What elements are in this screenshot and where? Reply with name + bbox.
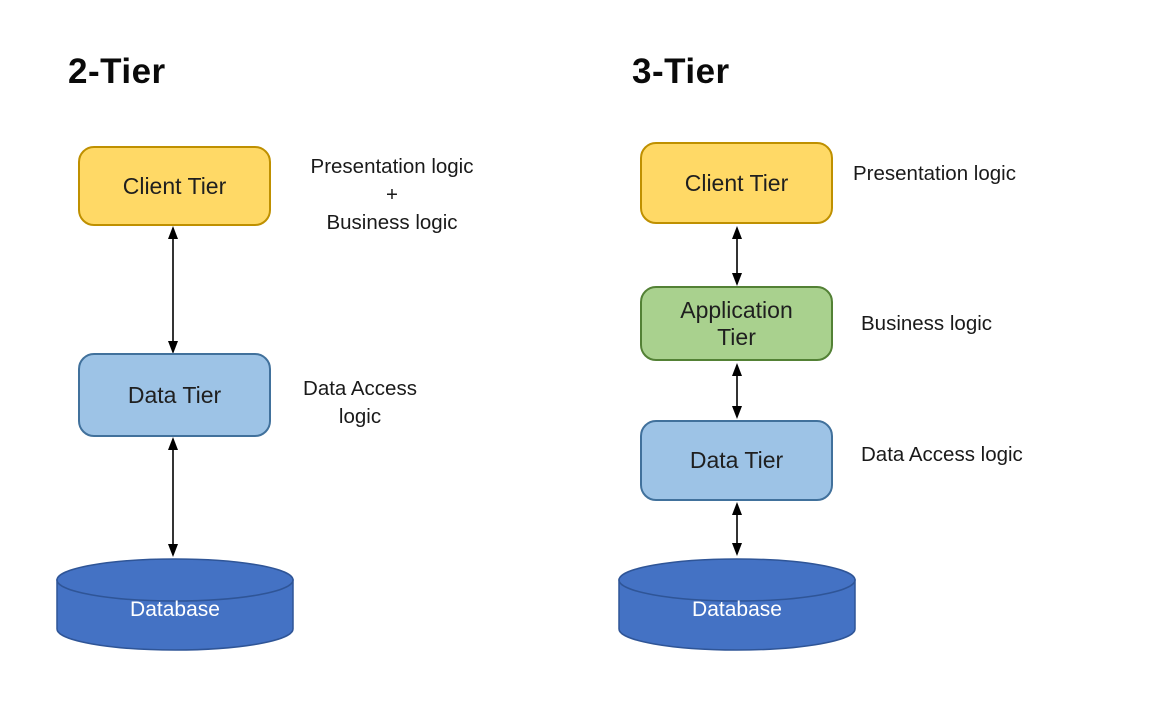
two-tier-data-box-label: Data Tier xyxy=(127,381,222,408)
three-tier-application-box-label: Application Tier xyxy=(680,296,793,350)
database-cylinder-icon xyxy=(56,558,294,651)
double-headed-arrow-icon xyxy=(730,502,744,556)
database-cylinder-icon xyxy=(618,558,856,651)
three-tier-data-box: Data Tier xyxy=(640,420,833,501)
double-headed-arrow-icon xyxy=(166,226,180,354)
two-tier-client-annotation: Presentation logic + Business logic xyxy=(310,155,474,234)
three-tier-database-label: Database xyxy=(692,598,782,621)
three-tier-client-box: Client Tier xyxy=(640,142,833,224)
double-headed-arrow-icon xyxy=(730,363,744,419)
two-tier-data-annotation: Data Access logic xyxy=(303,377,417,428)
three-tier-application-box: Application Tier xyxy=(640,286,833,361)
two-tier-database-cylinder: Database xyxy=(55,557,295,653)
two-tier-client-box: Client Tier xyxy=(78,146,271,226)
double-headed-arrow-icon xyxy=(166,437,180,557)
three-tier-application-annotation: Business logic xyxy=(861,312,993,335)
three-tier-data-box-label: Data Tier xyxy=(689,447,784,473)
three-tier-title: 3-Tier xyxy=(632,52,730,91)
three-tier-client-box-label: Client Tier xyxy=(684,169,789,196)
three-tier-database-cylinder: Database xyxy=(617,557,857,653)
three-tier-client-annotation: Presentation logic xyxy=(853,162,1016,185)
two-tier-title: 2-Tier xyxy=(68,52,166,91)
two-tier-data-box: Data Tier xyxy=(78,353,271,437)
double-headed-arrow-icon xyxy=(730,226,744,286)
two-tier-client-box-label: Client Tier xyxy=(122,172,227,199)
three-tier-data-annotation: Data Access logic xyxy=(861,443,1023,466)
two-tier-database-label: Database xyxy=(130,598,220,621)
